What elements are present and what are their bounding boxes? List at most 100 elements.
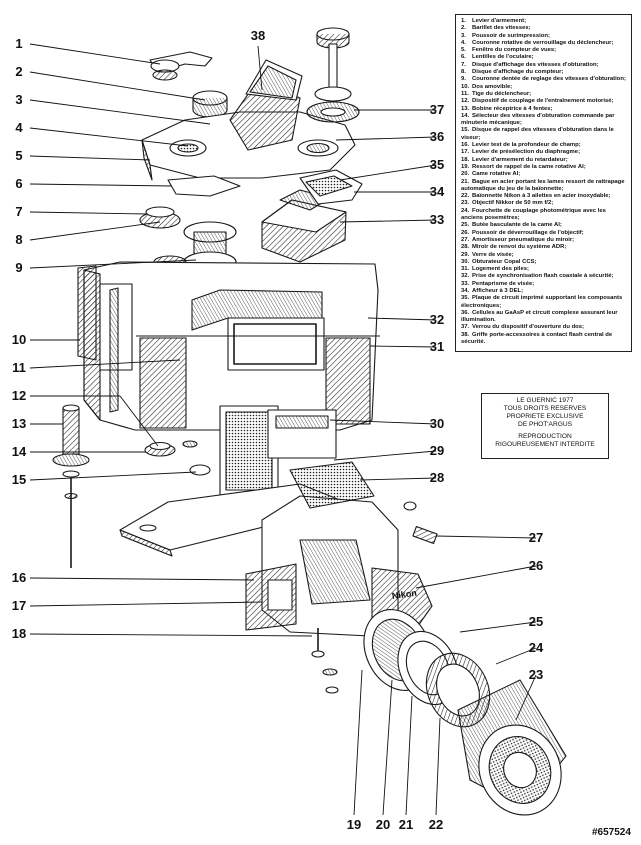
legend-item: 35.Plaque de circuit imprimé supportant … (461, 295, 627, 310)
legend-item-text: Dos amovible; (472, 83, 513, 90)
callout-6: 6 (15, 176, 23, 191)
legend-item: 17.Levier de présélection du diaphragme; (461, 149, 627, 156)
legend-item: 21.Bague en acier portant les lames ress… (461, 179, 627, 194)
rewind-crank-part (306, 27, 360, 123)
legend-item: 28.Miroir de renvoi du système ADR; (461, 244, 627, 251)
legend-item: 9.Couronne dentée de reglage des vitesse… (461, 76, 627, 83)
legend-item-number: 24. (461, 207, 470, 214)
legend-item-text: Poussoir de surimpression; (472, 32, 550, 39)
legend-item-number: 18. (461, 156, 470, 163)
callout-15: 15 (11, 472, 27, 487)
callout-4: 4 (15, 120, 23, 135)
legend-item: 12.Dispositif de couplage de l'entraînem… (461, 98, 627, 105)
legend-item-text: Barillet des vitesses; (472, 25, 531, 32)
circuit-board-part (167, 169, 363, 205)
legend-item: 16.Levier test de la profondeur de champ… (461, 142, 627, 149)
copyright-line-6: RIGOUREUSEMENT INTERDITE (495, 441, 595, 448)
legend-item: 11.Tige du déclencheur; (461, 91, 627, 98)
nikon-logo: Nikon (391, 588, 417, 601)
legend-item-text: Levier d'armement du retardateur; (472, 156, 568, 163)
legend-item-number: 23. (461, 200, 470, 207)
legend-item-number: 36. (461, 309, 470, 316)
legend-item-number: 6. (461, 54, 466, 61)
legend-item-text: Couronne rotative de verrouillage du déc… (472, 39, 614, 46)
callout-10: 10 (11, 332, 27, 347)
legend-item: 13.Bobine réceptrice à 4 fentes; (461, 106, 627, 113)
legend-item-text: Poussoir de déverrouillage de l'objectif… (472, 229, 584, 236)
legend-item-text: Fourchette de couplage photométrique ave… (461, 207, 606, 222)
legend-item-text: Lentilles de l'oculaire; (472, 54, 534, 61)
legend-item-text: Dispositif de couplage de l'entraînement… (472, 98, 614, 105)
callout-37: 37 (429, 102, 445, 117)
legend-item: 6. Lentilles de l'oculaire; (461, 54, 627, 61)
legend-item: 3.Poussoir de surimpression; (461, 33, 627, 40)
legend-item: 1.Levier d'armement; (461, 18, 627, 25)
legend-item: 4. Couronne rotative de verrouillage du d… (461, 40, 627, 47)
callout-38: 38 (250, 28, 266, 43)
legend-item-text: Amortisseur pneumatique du miroir; (472, 236, 575, 243)
legend-item: 32.Prise de synchronisation flash coaxia… (461, 273, 627, 280)
legend-item: 15.Disque de rappel des vitesses d'obtur… (461, 127, 627, 142)
callout-22: 22 (428, 817, 444, 832)
legend-item-text: Tige du déclencheur; (472, 90, 532, 97)
callout-13: 13 (11, 416, 27, 431)
legend-item-text: Fenêtre du compteur de vues; (472, 47, 557, 54)
legend-item-number: 15. (461, 127, 470, 134)
legend-item-number: 29. (461, 251, 470, 258)
callout-9: 9 (15, 260, 23, 275)
legend-item-number: 13. (461, 105, 470, 112)
callout-33: 33 (429, 212, 445, 227)
callout-28: 28 (429, 470, 445, 485)
callout-5: 5 (15, 148, 23, 163)
legend-item-text: Ressort de rappel de la came rotative AI… (472, 163, 586, 170)
legend-item-text: Disque de rappel des vitesses d'obturati… (461, 127, 614, 141)
legend-item: 27.Amortisseur pneumatique du miroir; (461, 237, 627, 244)
image-id-stamp: #657524 (592, 827, 631, 838)
callout-26: 26 (528, 558, 544, 573)
legend-item-text: Levier de présélection du diaphragme; (472, 149, 581, 156)
legend-item-text: Levier test de la profondeur de champ; (472, 142, 581, 149)
legend-item-number: 25. (461, 222, 470, 229)
legend-item-number: 21. (461, 178, 470, 185)
callout-16: 16 (11, 570, 27, 585)
legend-item: 38.Griffe porte-accessoires à contact fl… (461, 332, 627, 347)
copyright-line-2: TOUS DROITS RESERVES (503, 405, 587, 412)
legend-item-number: 37. (461, 324, 470, 331)
legend-item-number: 7. (461, 61, 466, 68)
legend-list: 1.Levier d'armement;2.Barillet des vites… (461, 18, 627, 346)
legend-item-number: 12. (461, 98, 470, 105)
legend-item-text: Levier d'armement; (472, 18, 527, 24)
legend-item: 5.Fenêtre du compteur de vues; (461, 47, 627, 54)
legend-item-text: Sélecteur des vitesses d'obturation comm… (461, 112, 615, 127)
legend-item-number: 38. (461, 331, 470, 338)
legend-item-number: 14. (461, 112, 470, 119)
callout-3: 3 (15, 92, 23, 107)
shutter-unit-part (219, 405, 337, 497)
legend-item-text: Pentaprisme de visée; (472, 280, 535, 287)
callout-21: 21 (398, 817, 414, 832)
legend-item-number: 32. (461, 273, 470, 280)
legend-item-text: Verre de visée; (472, 251, 514, 258)
legend-item: 19.Ressort de rappel de la came rotative… (461, 164, 627, 171)
callout-1: 1 (15, 36, 23, 51)
legend-item: 29.Verre de visée; (461, 252, 627, 259)
callout-32: 32 (429, 312, 445, 327)
callout-20: 20 (375, 817, 391, 832)
copyright-line-1: LE GUERNIC 1977 (516, 397, 574, 404)
callout-36: 36 (429, 129, 445, 144)
legend-item: 26.Poussoir de déverrouillage de l'objec… (461, 230, 627, 237)
legend-item-text: Baïonnette Nikon à 3 ailettes en acier i… (472, 193, 611, 200)
legend-item: 30.Obturateur Copal CCS; (461, 259, 627, 266)
legend-item-text: Bobine réceptrice à 4 fentes; (472, 105, 553, 112)
callout-leader-lines (29, 43, 537, 816)
legend-item-text: Afficheur à 3 DEL; (472, 287, 524, 294)
legend-item-text: Came rotative AI; (472, 171, 521, 178)
copyright-notice: LE GUERNIC 1977 TOUS DROITS RESERVES PRO… (481, 393, 609, 459)
legend-item: 33.Pentaprisme de visée; (461, 281, 627, 288)
legend-item-number: 20. (461, 171, 470, 178)
callout-25: 25 (528, 614, 544, 629)
parts-legend: 1.Levier d'armement;2.Barillet des vites… (455, 14, 632, 352)
legend-item-number: 30. (461, 258, 470, 265)
legend-item-number: 4. (461, 39, 466, 46)
